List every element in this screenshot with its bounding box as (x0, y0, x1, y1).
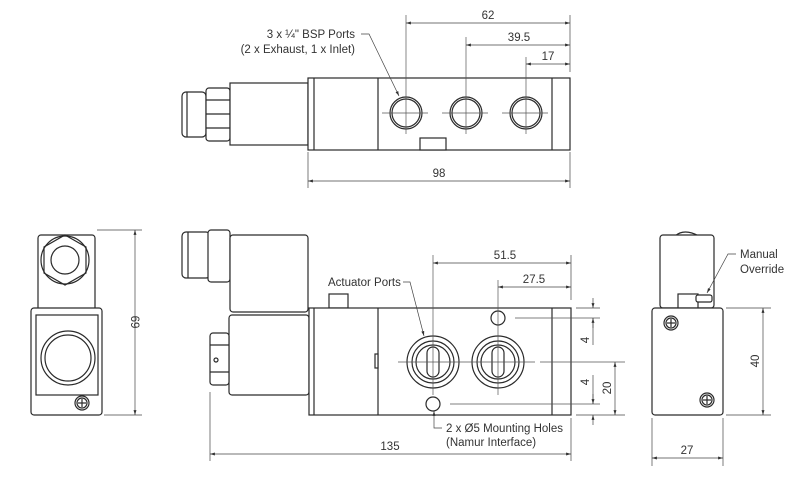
valve-body-front (308, 293, 572, 416)
screw-icon (663, 315, 679, 331)
manual-override-button (677, 293, 699, 309)
dim-4-upper-label: 4 (580, 336, 592, 343)
dim-27-5-label: 27.5 (523, 274, 545, 286)
right-end-view: Manual Override 40 27 (651, 231, 784, 466)
front-dimensions: 51.5 27.5 4 4 20 135 (209, 250, 625, 461)
actuator-ports-callout: Actuator Ports (328, 277, 425, 337)
front-view: 51.5 27.5 4 4 20 135 Actuator Ports 2 x (181, 229, 625, 461)
mounting-holes-sublabel: (Namur Interface) (446, 437, 536, 449)
manual-override-sublabel: Override (740, 264, 784, 276)
mounting-holes-callout: 2 x Ø5 Mounting Holes (Namur Interface) (432, 411, 563, 449)
dim-4-lower-label: 4 (580, 378, 592, 385)
coil-connector (181, 82, 309, 146)
top-dimensions: 62 39.5 17 98 (307, 10, 571, 188)
left-end-view: 69 (30, 229, 142, 416)
manual-override-callout: Manual Override (706, 249, 784, 294)
dim-17-label: 17 (542, 51, 555, 63)
bsp-ports-sublabel: (2 x Exhaust, 1 x Inlet) (241, 44, 356, 56)
dim-40-label: 40 (750, 355, 762, 368)
bsp-ports (382, 15, 548, 134)
dim-98-label: 98 (433, 168, 446, 180)
bsp-ports-label: 3 x ¼" BSP Ports (267, 29, 355, 41)
dim-39-5-label: 39.5 (508, 32, 530, 44)
dim-20-label: 20 (602, 382, 614, 395)
manual-override-label: Manual (740, 249, 778, 261)
dim-51-5-label: 51.5 (494, 250, 516, 262)
actuator-ports-label: Actuator Ports (328, 277, 401, 289)
knob-icon (40, 330, 96, 386)
mounting-holes-label: 2 x Ø5 Mounting Holes (446, 423, 563, 435)
bsp-ports-callout: 3 x ¼" BSP Ports (2 x Exhaust, 1 x Inlet… (241, 29, 400, 97)
dim-69-label: 69 (128, 316, 140, 329)
screw-icon (74, 395, 90, 411)
dim-135-label: 135 (380, 441, 399, 453)
dim-27-label: 27 (681, 445, 694, 457)
screw-icon (699, 392, 715, 408)
front-centerlines (398, 255, 625, 405)
top-view: 62 39.5 17 98 3 x ¼" BSP Ports (2 x Exha… (181, 10, 571, 188)
dim-62-label: 62 (482, 10, 495, 22)
coil (181, 229, 310, 396)
valve-body (307, 77, 571, 151)
